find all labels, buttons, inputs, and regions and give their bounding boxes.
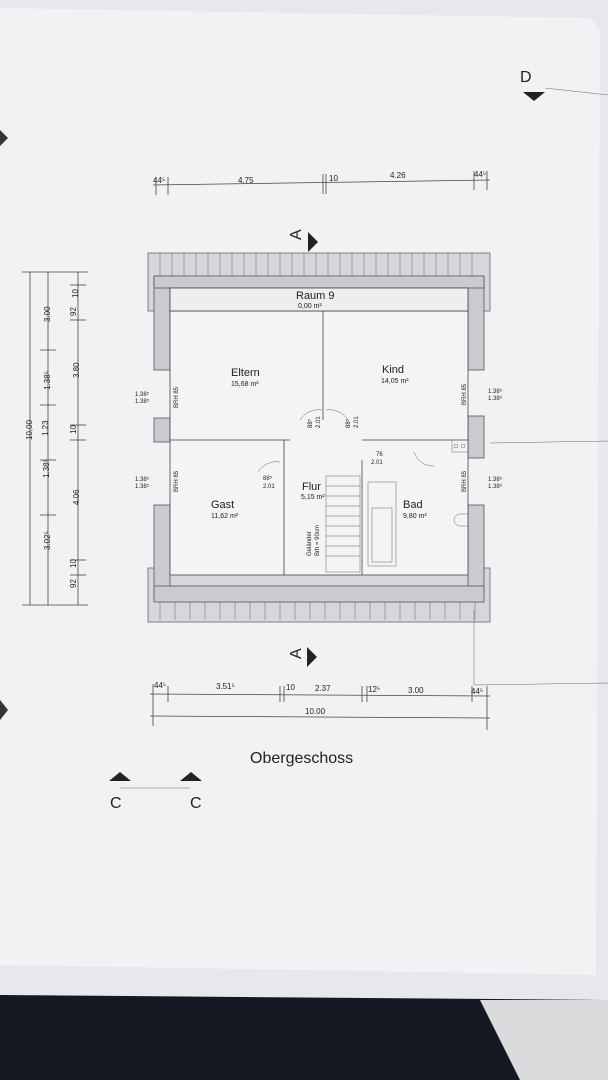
section-c-left-arrow [109,772,131,781]
room-kind-name: Kind [382,364,404,376]
window-right-top-label-2: 1.38⁵ [488,395,503,402]
section-d-arrow [523,92,545,101]
top-dimension-line [152,179,491,186]
top-dim-5: 44⁵ [474,170,486,179]
section-a-top-arrow [308,232,318,252]
section-a-top-label: A [288,229,305,240]
top-dim-4: 4.26 [390,171,406,180]
window-left-bottom-label: 1.38⁵ [135,476,150,483]
window-left-top-label: 1.38⁵ [135,391,150,398]
brh-right-bottom: BRH 85 [462,470,468,492]
wall-left-mid [153,417,171,443]
window-left-bottom-label-2: 1.38⁵ [135,483,150,490]
left-dim-a2: 1.38⁵ [43,371,52,390]
door-3-width: 88⁵ [263,475,273,482]
door-1-height: 2.01 [316,416,322,428]
toilet [453,513,468,527]
left-dim-b6: 10 [69,559,78,568]
wall-bottom [153,585,485,603]
bottom-dimension-line [149,693,491,697]
bathtub [367,481,397,567]
window-right-top-label: 1.38⁵ [488,388,503,395]
left-dim-b2: 92 [69,307,78,316]
section-a-bottom-label: A [288,648,305,659]
room-eltern-area: 15,68 m² [231,381,259,388]
bottom-dim-5: 12⁵ [368,685,380,694]
window-left-top-label-2: 1.38⁵ [135,398,150,405]
bottom-dim-7: 44⁵ [471,687,483,696]
section-c-right-arrow [180,772,202,781]
bottom-dim-4: 2.37 [315,684,331,693]
left-dim-b3: 3.80 [72,362,81,378]
wall-right-bottom [467,504,485,596]
room-gast-name: Gast [211,499,234,511]
wall-right-mid [467,415,485,459]
room-eltern-name: Eltern [231,367,260,379]
room-kind-area: 14,05 m² [381,378,409,385]
plan-title: Obergeschoss [250,750,353,767]
room-bad-name: Bad [403,499,423,511]
top-dim-2: 4.75 [238,176,254,185]
railing-height: Brh = 90cm [315,525,321,556]
bottom-dim-total: 10.00 [305,707,326,716]
top-dim-3: 10 [329,174,338,183]
room-flur-area: 5,15 m² [301,494,325,501]
bottom-dim-2: 3.51⁵ [216,682,235,691]
room-bad-area: 9,80 m² [403,513,427,520]
room-flur-name: Flur [302,481,321,493]
left-dim-b1: 10 [71,289,80,298]
brh-left-top: BRH 85 [174,386,180,408]
brh-left-bottom: BRH 85 [174,470,180,492]
left-dim-a4: 1.38⁵ [42,459,51,478]
section-c-left-label: C [110,795,122,812]
window-right-bottom-label-2: 1.38⁵ [488,483,503,490]
wall-left-top [153,275,171,371]
sink [451,439,469,453]
section-c-right-label: C [190,795,202,812]
left-dim-a5: 3.02⁵ [43,531,52,550]
left-dim-total: 10,00 [25,419,34,440]
door-4-width: 76 [376,452,383,458]
wall-top [153,275,485,289]
room-raum9-name: Raum 9 [296,290,335,302]
door-1-width: 88⁵ [307,418,314,428]
left-dim-b4: 10 [69,425,78,434]
room-raum9-area: 0,00 m² [298,303,322,310]
left-dim-a1: 3.00 [43,306,52,322]
bottom-dim-3: 10 [286,683,295,692]
section-a-bottom-arrow [307,647,317,667]
room-gast-area: 11,62 m² [211,513,239,520]
left-dim-b5: 4.06 [72,489,81,505]
door-2-height: 2.01 [354,416,360,428]
left-dim-b7: 92 [69,579,78,588]
wall-right-top [467,275,485,371]
bottom-dim-6: 3.00 [408,686,424,695]
section-d-label: D [520,69,532,86]
top-dim-1: 44⁵ [153,176,165,185]
wall-left-bottom [153,504,171,596]
left-dim-a3: 1.23 [41,420,50,436]
door-4-height: 2.01 [371,460,383,466]
brh-right-top: BRH 85 [462,383,468,405]
door-2-width: 88⁵ [345,418,352,428]
railing-label: Geländer [307,531,313,556]
bottom-dim-1: 44⁵ [154,681,166,690]
window-right-bottom-label: 1.38⁵ [488,476,503,483]
door-3-height: 2.01 [263,484,275,490]
